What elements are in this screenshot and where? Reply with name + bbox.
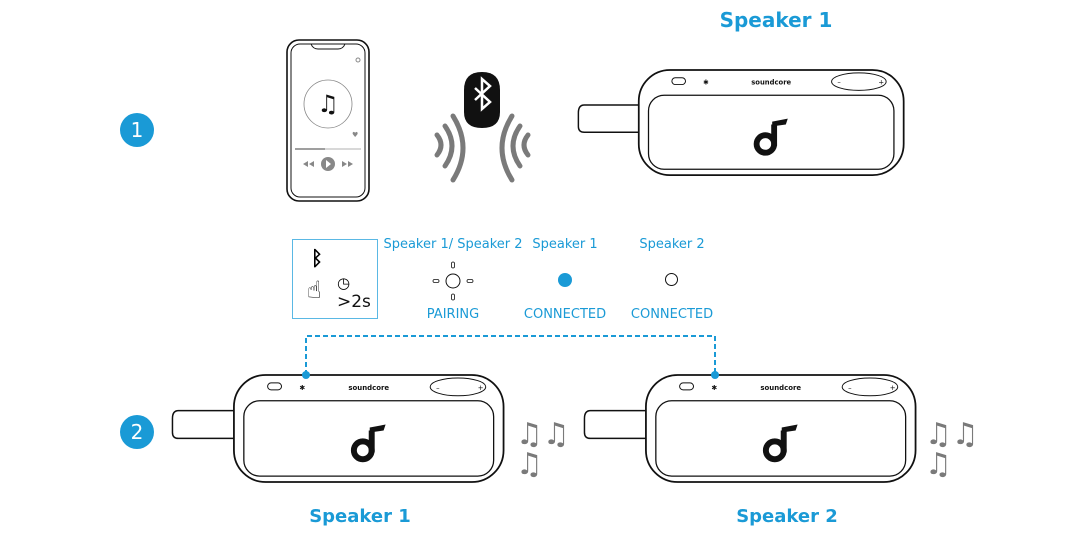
speaker-1-illustration-bottom: ✱ soundcore + – [171,374,505,483]
svg-text:♥: ♥ [352,131,358,139]
led-solid-white-icon [665,273,678,286]
indicator-3-state: CONNECTED [630,307,714,322]
speaker-1-bottom-label: Speaker 1 [309,506,411,527]
music-notes-icon-right: ♫♫♫ [925,417,979,482]
speaker-1-illustration: ✱ soundcore + – [577,69,905,177]
svg-text:soundcore: soundcore [348,384,389,392]
speaker-2-bottom-label: Speaker 2 [736,506,838,527]
svg-text:+: + [478,384,484,392]
music-notes-icon-left: ♫♫♫ [516,417,570,482]
indicator-2-state: CONNECTED [523,307,607,322]
svg-text:–: – [848,384,852,392]
led-flashing-icon [432,261,474,301]
indicator-1-speaker: Speaker 1/ Speaker 2 [383,237,523,252]
svg-text:–: – [837,79,841,87]
speaker-1-top-label: Speaker 1 [719,8,833,32]
svg-text:♫: ♫ [317,90,339,118]
bluetooth-icon: ᛒ [311,246,323,270]
hand-press-icon: ☝ [307,276,322,304]
clock-icon: ◷ [337,274,351,292]
svg-text:+: + [890,384,896,392]
led-solid-blue-icon [558,273,572,287]
step-1-badge: 1 [120,113,154,147]
soundcore-logo [753,118,788,156]
indicator-3-speaker: Speaker 2 [639,237,705,252]
indicator-2-speaker: Speaker 1 [532,237,598,252]
svg-text:✱: ✱ [299,384,305,392]
speaker-2-illustration: ✱ soundcore + – [583,374,917,483]
indicator-1-state: PAIRING [426,307,480,322]
bluetooth-signal-icon [434,72,531,183]
bluetooth-hold-instruction-box: ᛒ ☝ ◷ >2s [292,239,378,319]
hold-time-label: >2s [337,292,371,312]
step-2-badge: 2 [120,415,154,449]
svg-text:soundcore: soundcore [760,384,801,392]
smartphone-music-player-icon: ♫ ♥ [286,39,370,202]
svg-text:+: + [878,79,884,87]
svg-text:✱: ✱ [711,384,717,392]
bluetooth-button-icon: ✱ [703,79,709,87]
svg-text:–: – [436,384,440,392]
svg-text:soundcore: soundcore [751,79,791,87]
